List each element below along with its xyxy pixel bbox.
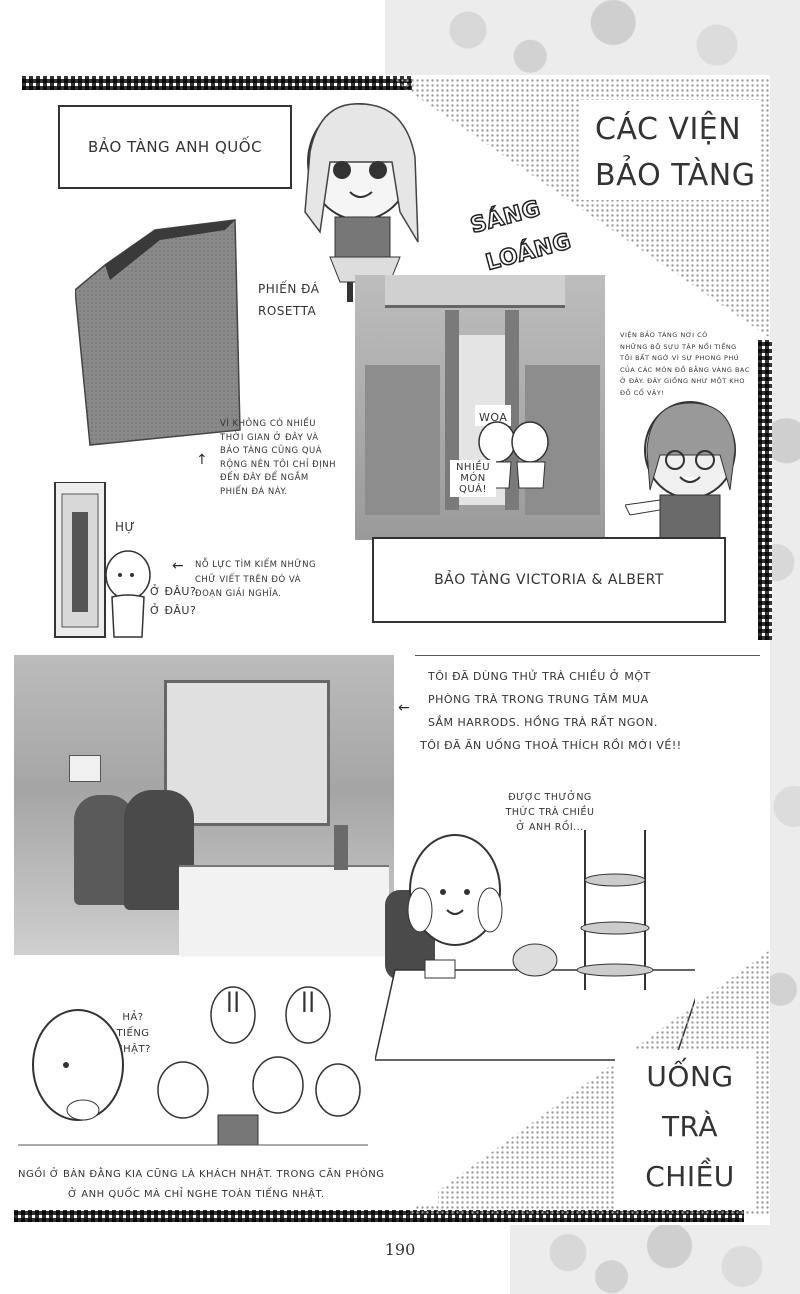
rosetta-stone-illustration [75, 219, 241, 446]
ha-bubble-line: Tiếng [116, 1028, 150, 1039]
where-text-1: Ở đâu? [150, 585, 197, 598]
va-note-line: của các món đồ bằng vàng bạc [620, 365, 750, 374]
harrods-note-line: sắm Harrods. Hồng trà rất ngon. [428, 716, 658, 729]
so-many-line: món [460, 473, 486, 484]
page-number: 190 [384, 1240, 416, 1259]
huh-text: Hự [115, 520, 136, 534]
va-label: Bảo tàng Victoria & Albert [434, 572, 664, 588]
chibi-group-illustration [18, 986, 368, 1146]
search-note-line: đoạn giải nghĩa. [195, 589, 282, 599]
tea-title-bg [615, 1050, 755, 1210]
gallery-pillar [505, 310, 519, 510]
museums-title-line2: bảo tàng [595, 158, 756, 193]
woa-text: Woa [479, 411, 508, 424]
bottom-caption: Ngồi ở bàn đằng kia cũng là khách Nhật. … [18, 1165, 438, 1205]
gallery-ceiling [385, 275, 565, 308]
tea-room-window [164, 680, 330, 826]
happy-bubble: Được thưởng thức trà chiều ở Anh rồi... [495, 790, 605, 835]
rosetta-note-line: phiến đá này. [220, 486, 288, 497]
tea-room-photo [14, 655, 394, 957]
harrods-note-line: Tôi đã dùng thử trà chiều ở một [428, 670, 651, 683]
va-note: Viện bảo tàng nơi có những bộ sưu tập nổ… [620, 330, 760, 399]
harrods-note: Tôi đã dùng thử trà chiều ở một phòng tr… [420, 665, 765, 757]
rosetta-note-line: đến đây để ngắm [220, 473, 309, 483]
british-museum-label: Bảo tàng Anh Quốc [87, 138, 263, 156]
tea-title-line: trà [661, 1110, 719, 1143]
chibi-tea-table-illustration [375, 830, 695, 1061]
happy-bubble-line: Được thưởng [508, 792, 592, 803]
happy-bubble-line: ở Anh rồi... [516, 822, 584, 833]
so-many-line: quá! [458, 484, 488, 495]
gallery-shelf [365, 365, 440, 515]
va-note-line: Viện bảo tàng nơi có [620, 331, 708, 339]
va-label-box: Bảo tàng Victoria & Albert [372, 537, 726, 623]
search-note-line: chữ viết trên đó và [195, 574, 302, 585]
silence-bubble: || [300, 988, 316, 1012]
rosetta-note-line: bảo tàng cũng quá [220, 446, 323, 456]
ha-bubble-line: Hả? [122, 1012, 144, 1023]
display-case-illustration [54, 482, 106, 638]
rosetta-note-line: Vì không có nhiều [220, 419, 317, 429]
silence-bubble: || [225, 988, 241, 1012]
rose-decoration-bottom [510, 1225, 800, 1294]
harrods-note-line: Tôi đã ăn uống thoả thích rồi mới về!! [420, 739, 682, 752]
va-note-line: tôi bất ngờ vì sự phong phú [620, 354, 740, 362]
british-museum-label-box: Bảo tàng Anh Quốc [58, 105, 292, 189]
arrow-left-icon: ← [398, 700, 410, 716]
top-border [22, 76, 412, 90]
woa-bubble: Woa [475, 405, 512, 426]
ha-bubble-line: Nhật? [115, 1044, 151, 1055]
tea-room-lamp [69, 755, 101, 782]
rosetta-note: Vì không có nhiều thời gian ở đây và bảo… [220, 418, 360, 499]
museums-title-line1: Các viện [595, 112, 742, 147]
search-note-line: Nỗ lực tìm kiếm những [195, 560, 317, 570]
so-many-line: Nhiều [455, 462, 491, 473]
section-divider [415, 655, 760, 656]
va-note-line: ở đây. Đây giống như một kho [620, 377, 746, 385]
right-border-museum [758, 340, 772, 640]
rosetta-note-line: rộng nên tôi chỉ định [220, 459, 337, 470]
where-text-2: Ở đâu? [150, 604, 197, 617]
arrow-left-icon: ← [172, 558, 184, 574]
rosetta-label-line1: Phiến đá [258, 282, 320, 296]
tea-title-line: chiều [645, 1160, 735, 1193]
bottom-caption-line: ở Anh Quốc mà chỉ nghe toàn tiếng Nhật. [68, 1189, 325, 1200]
search-note: Nỗ lực tìm kiếm những chữ viết trên đó v… [195, 558, 345, 602]
rose-decoration-top [385, 0, 800, 75]
rosetta-note-line: thời gian ở đây và [220, 432, 319, 443]
arrow-up-icon: ↑ [196, 452, 208, 468]
bottom-caption-line: Ngồi ở bàn đằng kia cũng là khách Nhật. … [18, 1169, 385, 1180]
va-note-line: những bộ sưu tập nổi tiếng [620, 342, 737, 351]
ha-bubble: Hả? Tiếng Nhật? [108, 1010, 158, 1058]
so-many-bubble: Nhiều món quá! [450, 460, 496, 497]
happy-bubble-line: thức trà chiều [505, 807, 595, 818]
tea-title-line: Uống [646, 1060, 734, 1093]
va-note-line: đồ cổ vậy! [620, 388, 665, 397]
tea-room-vase [334, 825, 348, 870]
rosetta-label-line2: Rosetta [258, 304, 317, 318]
tea-room-table [179, 865, 389, 957]
rose-decoration-right [770, 75, 800, 1294]
harrods-note-line: phòng trà trong trung tâm mua [428, 693, 649, 706]
museums-title-bg [580, 100, 760, 200]
chibi-searching-illustration [105, 550, 151, 638]
